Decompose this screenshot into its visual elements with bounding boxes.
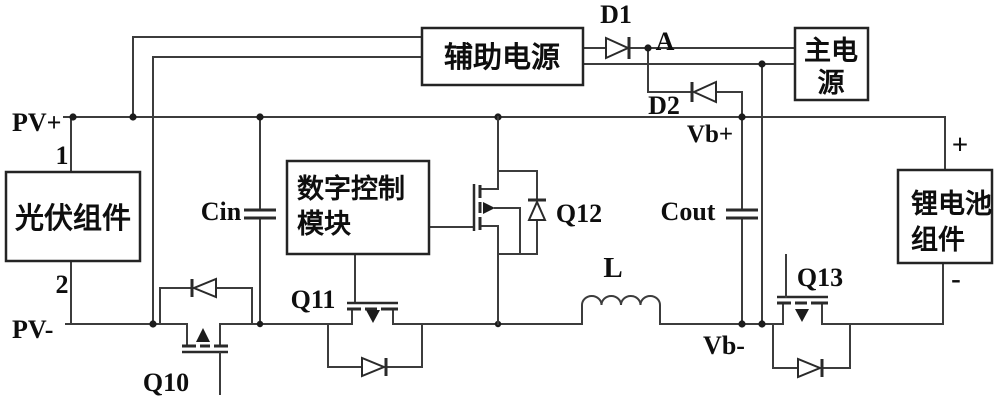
mosfet-q13 — [772, 254, 851, 379]
aux-input-line-top — [132, 36, 423, 118]
d1-label: D1 — [600, 0, 632, 29]
q10-body-arrow — [196, 328, 210, 342]
digital-control-frame — [285, 159, 431, 256]
cout-plates — [726, 208, 758, 220]
q13-body-diode-loop — [772, 323, 851, 369]
junction — [758, 60, 766, 68]
pv-minus-label: PV- — [12, 315, 53, 344]
digital-control-label-line1: 数字控制 — [297, 173, 405, 204]
q11-diode-triangle — [361, 356, 387, 378]
q11-label: Q11 — [291, 285, 336, 314]
aux-power-label: 辅助电源 — [444, 41, 560, 74]
q12-body-diode-loop — [497, 170, 538, 255]
node-a-label: A — [656, 27, 675, 56]
mosfet-q10 — [159, 277, 253, 395]
battery-label-line1: 锂电池 — [911, 189, 992, 219]
digital-control-label-line2: 模块 — [297, 209, 352, 239]
junction — [738, 320, 746, 328]
junction — [129, 113, 137, 121]
d1-triangle — [605, 36, 631, 60]
diode-d1 — [605, 36, 631, 60]
diode-d2 — [690, 80, 717, 104]
junction — [149, 320, 157, 328]
inductor-coil — [581, 295, 661, 324]
pv-plus-rail — [63, 116, 946, 171]
box-main-power: 主电 源 — [793, 26, 870, 102]
junction — [69, 113, 77, 121]
q11-body-diode-loop — [327, 323, 423, 368]
q12-drain-lead — [479, 116, 499, 190]
q13-diode-triangle — [797, 357, 823, 379]
q10-body-diode-loop — [159, 287, 253, 325]
main-power-frame — [793, 26, 870, 102]
q10-label: Q10 — [143, 368, 189, 397]
box-aux-power: 辅助电源 — [420, 26, 585, 87]
node-a-branch — [647, 47, 743, 118]
junction — [738, 113, 746, 121]
pv-terminal-2-label: 2 — [56, 270, 69, 299]
q12-body-arrow — [483, 202, 495, 214]
q10-diode-triangle — [191, 277, 217, 299]
pv-terminal-1-label: 1 — [56, 141, 69, 170]
component-labels: D1 D2 Cin Cout L Q10 Q11 Q12 Q13 — [143, 0, 843, 397]
mosfet-q11 — [327, 301, 423, 378]
battery-label-line2: 组件 — [911, 224, 965, 255]
box-digital-control: 数字控制 模块 — [285, 159, 431, 256]
junction-node-a — [644, 44, 652, 52]
q13-body-arrow — [795, 309, 809, 322]
battery-frame — [896, 168, 994, 265]
capacitor-cin — [244, 208, 276, 220]
pv-module-label: 光伏组件 — [15, 201, 131, 235]
box-pv-module: 光伏组件 — [4, 170, 142, 263]
vb-plus-label: Vb+ — [687, 121, 733, 148]
vb-minus-label: Vb- — [703, 331, 745, 360]
q12-label: Q12 — [556, 199, 602, 228]
wire-net — [63, 36, 946, 325]
d2-triangle — [691, 80, 717, 104]
battery-plus-label: + — [952, 129, 969, 161]
box-battery: 锂电池 组件 — [896, 168, 994, 265]
pv-module-frame — [4, 170, 142, 263]
pv-plus-label: PV+ — [12, 108, 61, 137]
main-power-label-line2: 源 — [818, 68, 845, 98]
net-labels: PV+ 1 2 PV- A Vb+ Vb- + - — [12, 27, 968, 360]
junction — [256, 113, 264, 121]
q12-source-lead — [479, 225, 499, 325]
cout-label: Cout — [661, 197, 716, 226]
junction — [256, 320, 264, 328]
inductor-l — [581, 295, 661, 324]
q13-label: Q13 — [797, 263, 843, 292]
capacitor-cout — [726, 208, 758, 220]
cin-label: Cin — [201, 197, 242, 226]
cin-plates — [244, 208, 276, 220]
q11-body-arrow — [366, 310, 380, 323]
aux-input-line-bottom — [152, 56, 423, 325]
mosfet-q12 — [472, 116, 547, 325]
main-power-label-line1: 主电 — [804, 36, 858, 66]
battery-minus-label: - — [951, 263, 961, 295]
q12-diode-triangle — [527, 199, 547, 221]
junction-dots — [69, 44, 766, 328]
junction — [758, 320, 766, 328]
q12-body-tie — [494, 207, 521, 255]
inductor-label: L — [603, 252, 622, 284]
d2-label: D2 — [648, 91, 680, 120]
aux-power-frame — [420, 26, 585, 87]
